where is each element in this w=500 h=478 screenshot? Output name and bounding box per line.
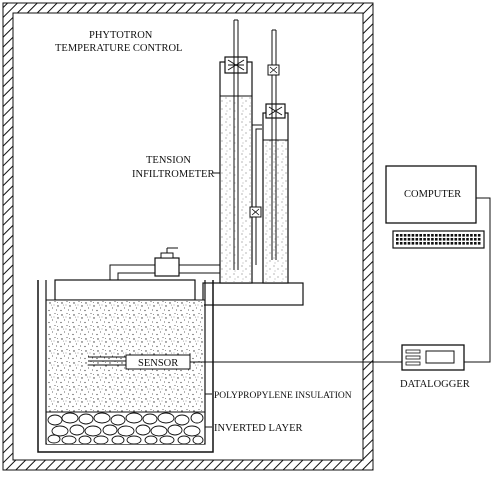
- infiltrometer-base: [202, 282, 304, 306]
- tension-infiltrometer-label-line1: TENSION: [146, 155, 191, 166]
- inverted-layer-label: INVERTED LAYER: [214, 423, 303, 434]
- sensor-label: SENSOR: [138, 358, 178, 369]
- infiltrometer-bubble-tower: [262, 29, 289, 284]
- phytotron-chamber: [2, 2, 374, 471]
- computer-label: COMPUTER: [404, 189, 461, 200]
- supply-tube: [109, 247, 220, 280]
- infiltrometer-connector-tube: [249, 124, 262, 265]
- infiltrometer-disc: [54, 279, 196, 301]
- insulation-label: POLYPROPYLENE INSULATION: [214, 391, 352, 401]
- phytotron-label-line1: PHYTOTRON: [89, 30, 153, 41]
- computer-monitor: [385, 165, 477, 224]
- keyboard: [392, 230, 485, 249]
- inverted-layer-gravel: [46, 411, 205, 445]
- infiltrometer-reservoir-tube: [219, 19, 253, 284]
- phytotron-label-line2: TEMPERATURE CONTROL: [55, 43, 182, 54]
- tension-infiltrometer-label-line2: INFILTROMETER: [132, 169, 214, 180]
- datalogger-label: DATALOGGER: [400, 379, 470, 390]
- datalogger: [401, 344, 465, 371]
- computer-cable: [464, 197, 491, 363]
